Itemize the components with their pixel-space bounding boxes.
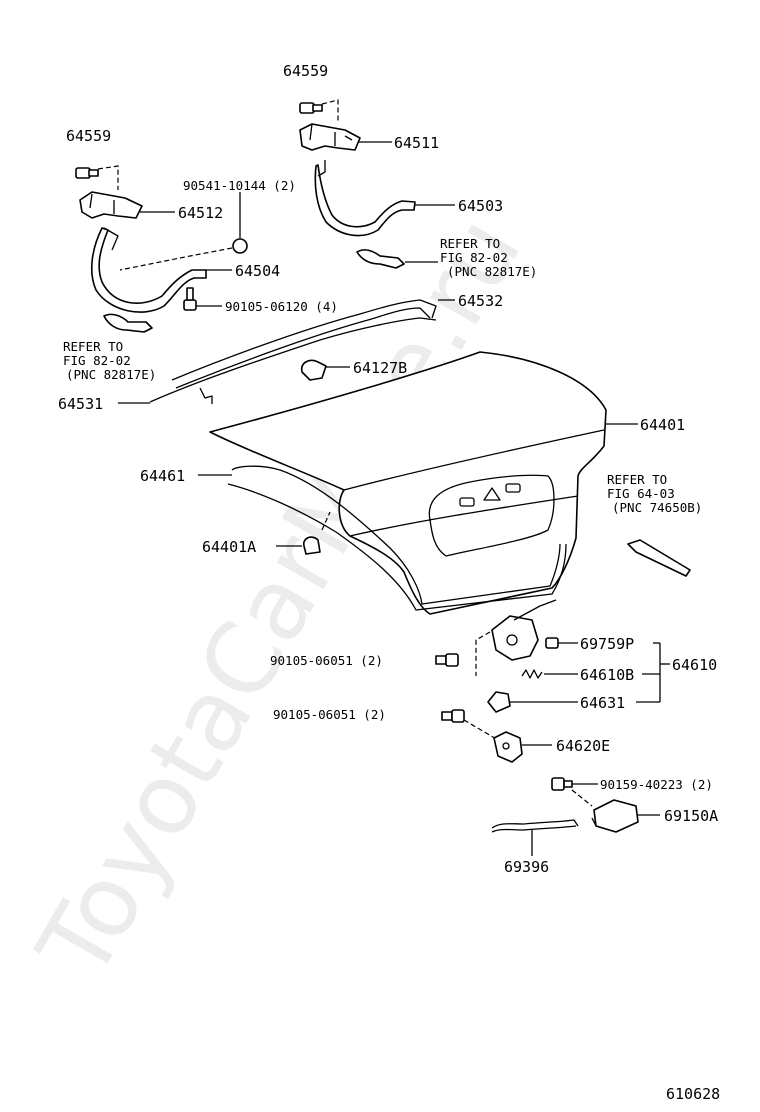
label-69759P: 69759P [580, 635, 634, 653]
refer-lic-line1: REFER TO [607, 472, 667, 487]
label-64532: 64532 [458, 292, 503, 310]
spring-64610B[interactable] [521, 669, 543, 679]
label-90159-40223: 90159-40223 (2) [600, 777, 713, 792]
bolt-64559-top[interactable] [299, 102, 323, 114]
bolt-90159-40223[interactable] [551, 777, 573, 791]
label-64504: 64504 [235, 262, 280, 280]
label-64511: 64511 [394, 134, 439, 152]
trunk-lid-64401[interactable] [209, 351, 607, 615]
refer-left-line3: (PNC 82817E) [66, 367, 156, 382]
hinge-arm-64504[interactable] [90, 227, 207, 313]
hinge-arm-64503[interactable] [314, 160, 416, 237]
opener-rod-69396[interactable] [491, 819, 579, 833]
refer-right-line3: (PNC 82817E) [447, 264, 537, 279]
bolt-90105-06051-a[interactable] [435, 653, 459, 667]
label-90105-06051-b: 90105-06051 (2) [273, 707, 386, 722]
label-64631: 64631 [580, 694, 625, 712]
bolt-90105-06051-b[interactable] [441, 709, 465, 723]
label-64610B: 64610B [580, 666, 634, 684]
weatherstrip-clip-left [103, 313, 153, 333]
label-64401A: 64401A [202, 538, 256, 556]
label-64401: 64401 [640, 416, 685, 434]
hinge-bracket-64511[interactable] [299, 123, 361, 151]
label-64620E: 64620E [556, 737, 610, 755]
refer-left-line2: FIG 82-02 [63, 353, 131, 368]
label-64503: 64503 [458, 197, 503, 215]
label-64610: 64610 [672, 656, 717, 674]
diagram-number: 610628 [666, 1085, 720, 1103]
refer-right-line2: FIG 82-02 [440, 250, 508, 265]
label-90105-06120: 90105-06120 (4) [225, 299, 338, 314]
torsion-bar-64532[interactable] [171, 299, 437, 389]
striker-plate-64620E[interactable] [493, 731, 523, 763]
label-64461: 64461 [140, 467, 185, 485]
license-lamp-bracket [627, 539, 691, 577]
bolt-90105-06120[interactable] [183, 287, 197, 311]
label-64559-left: 64559 [66, 127, 111, 145]
label-90541-10144: 90541-10144 (2) [183, 178, 296, 193]
label-64127B: 64127B [353, 359, 407, 377]
label-69150A: 69150A [664, 807, 718, 825]
bumper-64127B[interactable] [300, 359, 327, 381]
hinge-bracket-64512[interactable] [79, 191, 143, 219]
bolt-64559-left[interactable] [75, 167, 99, 179]
screw-69759P[interactable] [545, 637, 559, 649]
label-64531: 64531 [58, 395, 103, 413]
weatherstrip-64461[interactable] [227, 465, 567, 611]
label-90105-06051-a: 90105-06051 (2) [270, 653, 383, 668]
opener-motor-69150A[interactable] [591, 799, 639, 833]
refer-right-line1: REFER TO [440, 236, 500, 251]
label-64559-top: 64559 [283, 62, 328, 80]
nut-90541[interactable] [232, 238, 248, 254]
lock-assembly-64610[interactable] [491, 599, 557, 661]
refer-lic-line2: FIG 64-03 [607, 486, 675, 501]
weatherstrip-clip-right [356, 249, 405, 269]
striker-64631[interactable] [487, 691, 511, 713]
label-64512: 64512 [178, 204, 223, 222]
refer-left-line1: REFER TO [63, 339, 123, 354]
label-69396: 69396 [504, 858, 549, 876]
torsion-bar-64531[interactable] [149, 317, 437, 404]
bumper-64401A[interactable] [302, 536, 321, 555]
refer-lic-line3: (PNC 74650B) [612, 500, 702, 515]
